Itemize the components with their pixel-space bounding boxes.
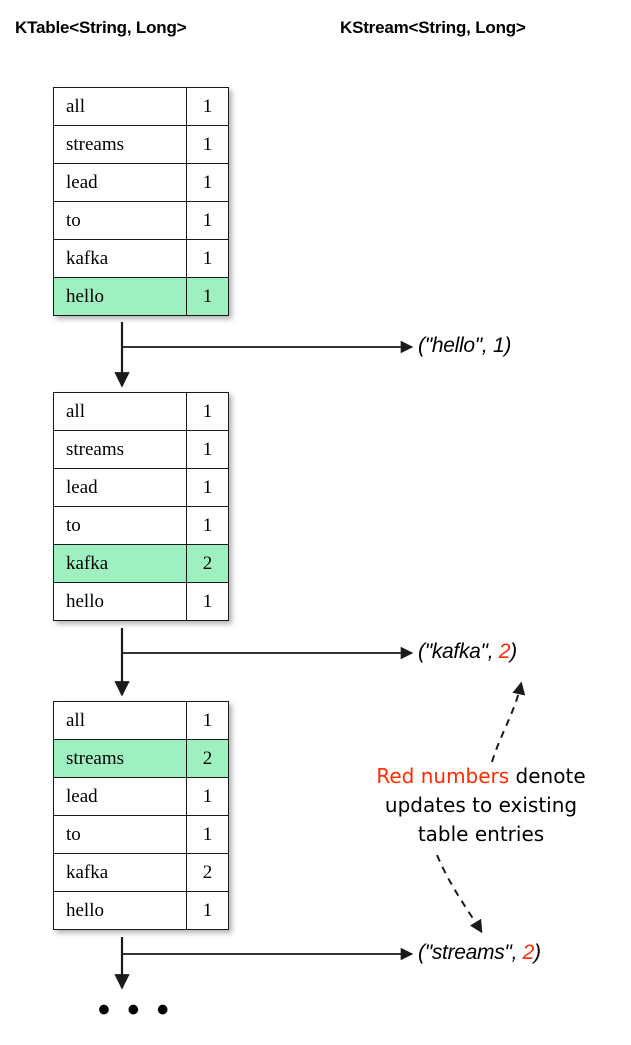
row-value-cell: 1 [186, 125, 229, 164]
row-value-cell: 1 [186, 163, 229, 202]
row-value-cell: 1 [186, 468, 229, 507]
row-key-cell: streams [53, 430, 187, 469]
stream-record-1: ("hello", 1) [418, 334, 511, 358]
stream-record-1-value: 1 [492, 334, 505, 357]
stream-record-1-suffix: ) [504, 334, 512, 357]
legend-note-red-text: Red numbers [376, 764, 510, 788]
row-value-cell: 1 [186, 277, 229, 316]
row-key-cell: lead [53, 777, 187, 816]
row-key-cell: hello [53, 891, 187, 930]
row-key-cell: lead [53, 163, 187, 202]
row-key-cell: kafka [53, 853, 187, 892]
row-key-cell: all [53, 392, 187, 431]
stream-record-3-prefix: ("streams", [418, 941, 523, 964]
row-value-cell: 2 [186, 544, 229, 583]
row-key-cell: kafka [53, 544, 187, 583]
stream-record-2-prefix: ("kafka", [418, 640, 499, 663]
stream-record-2-value: 2 [498, 640, 511, 663]
legend-note-line-1-rest: denote [509, 764, 586, 788]
row-key-cell: all [53, 87, 187, 126]
row-value-cell: 2 [186, 739, 229, 778]
stream-record-3-value: 2 [522, 941, 535, 964]
row-key-cell: to [53, 201, 187, 240]
row-key-cell: kafka [53, 239, 187, 278]
flow-arrow-3 [114, 937, 414, 990]
row-value-cell: 1 [186, 392, 229, 431]
row-value-cell: 1 [186, 201, 229, 240]
row-value-cell: 2 [186, 853, 229, 892]
row-key-cell: to [53, 815, 187, 854]
row-value-cell: 1 [186, 506, 229, 545]
row-key-cell: all [53, 701, 187, 740]
note-callout-up [491, 681, 526, 763]
row-value-cell: 1 [186, 815, 229, 854]
note-callout-down [436, 854, 483, 934]
row-key-cell: to [53, 506, 187, 545]
stream-record-1-prefix: ("hello", [418, 334, 493, 357]
ktable-column-header: KTable<String, Long> [15, 18, 187, 37]
row-key-cell: streams [53, 125, 187, 164]
row-value-cell: 1 [186, 430, 229, 469]
row-value-cell: 1 [186, 891, 229, 930]
row-value-cell: 1 [186, 239, 229, 278]
legend-note-line-3: table entries [417, 822, 545, 846]
legend-note-line-2: updates to existing [384, 793, 578, 817]
row-key-cell: streams [53, 739, 187, 778]
stream-record-3-suffix: ) [534, 941, 541, 964]
stream-record-2-suffix: ) [510, 640, 517, 663]
stream-record-3: ("streams", 2) [418, 941, 541, 965]
stream-record-2: ("kafka", 2) [418, 640, 517, 664]
row-value-cell: 1 [186, 701, 229, 740]
legend-note: Red numbers denote updates to existing t… [348, 762, 614, 849]
continuation-ellipsis: • • • [98, 991, 173, 1029]
row-value-cell: 1 [186, 87, 229, 126]
legend-note-line-1: Red numbers denote [348, 762, 614, 791]
row-value-cell: 1 [186, 582, 229, 621]
row-key-cell: lead [53, 468, 187, 507]
row-key-cell: hello [53, 277, 187, 316]
flow-arrow-1 [114, 322, 414, 388]
flow-arrow-2 [114, 628, 414, 697]
row-key-cell: hello [53, 582, 187, 621]
row-value-cell: 1 [186, 777, 229, 816]
kstream-column-header: KStream<String, Long> [340, 18, 526, 37]
